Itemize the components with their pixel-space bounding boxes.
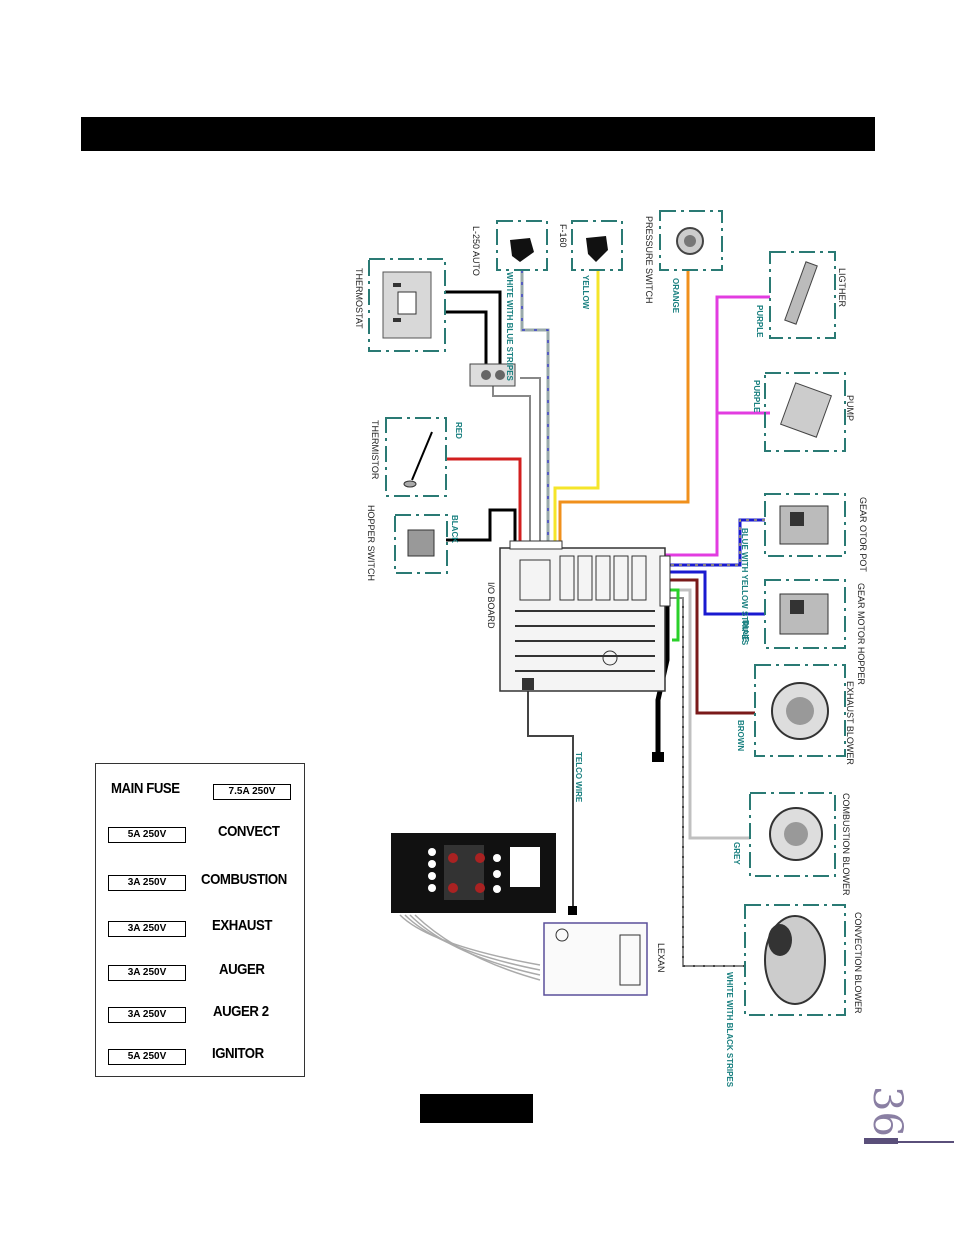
fuse-row: 5A 250V IGNITOR bbox=[96, 1041, 304, 1071]
label-exhaust: EXHAUST BLOWER bbox=[845, 681, 855, 765]
fuse-name: EXHAUST bbox=[212, 917, 273, 934]
wire-brown bbox=[665, 578, 755, 715]
pressure-switch-box bbox=[659, 210, 723, 271]
hopper-switch-box bbox=[394, 514, 448, 574]
wire-thermostat-2 bbox=[445, 310, 488, 368]
wire-label-telco: TELCO WIRE bbox=[574, 752, 583, 803]
page-rule bbox=[864, 1141, 954, 1143]
fuse-row: 3A 250V EXHAUST bbox=[96, 913, 304, 943]
thermostat-icon bbox=[382, 271, 432, 339]
wire-yellow bbox=[553, 270, 600, 545]
label-pressure-switch: PRESSURE SWITCH bbox=[644, 216, 654, 304]
wire-white-blue bbox=[520, 270, 550, 545]
pump-box bbox=[764, 372, 846, 452]
terminal-block-icon bbox=[469, 363, 516, 387]
fuse-rating: 7.5A 250V bbox=[213, 784, 291, 800]
gear-hopper-icon bbox=[779, 593, 829, 635]
gear-pot-box bbox=[764, 493, 846, 557]
label-convection: CONVECTION BLOWER bbox=[853, 912, 863, 1014]
label-gear-hopper: GEAR MOTOR HOPPER bbox=[856, 583, 866, 685]
wire-label-blue: BLUE bbox=[741, 620, 750, 642]
lighter-box bbox=[769, 251, 836, 339]
gear-pot-icon bbox=[779, 505, 829, 545]
label-gear-pot: GEAR OTOR POT bbox=[858, 497, 868, 572]
pressure-switch-icon bbox=[676, 227, 704, 255]
page-number: 36 bbox=[864, 1086, 910, 1137]
fuse-name: MAIN FUSE bbox=[111, 780, 180, 797]
fuse-row: 3A 250V COMBUSTION bbox=[96, 867, 304, 897]
label-lexan: LEXAN bbox=[656, 943, 666, 973]
wire-label-white-blue: WHITE WITH BLUE STRIPES bbox=[505, 272, 514, 382]
wire-label-orange: ORANGE bbox=[671, 278, 680, 314]
wire-label-red: RED bbox=[454, 422, 463, 439]
f160-icon bbox=[586, 236, 608, 262]
label-lighter: LIGTHER bbox=[837, 268, 847, 308]
wire-label-yellow: YELLOW bbox=[581, 275, 590, 310]
fuse-rating: 3A 250V bbox=[108, 1007, 186, 1023]
label-l250: L-250 AUTO bbox=[471, 226, 481, 276]
combustion-blower-icon bbox=[769, 807, 823, 861]
wire-orange bbox=[558, 270, 690, 545]
fuse-rating: 3A 250V bbox=[108, 921, 186, 937]
thermostat-box bbox=[368, 258, 446, 352]
wire-label-purple-lighter: PURPLE bbox=[755, 305, 764, 338]
wire-black bbox=[446, 508, 517, 545]
label-thermostat: THERMOSTAT bbox=[354, 268, 364, 329]
convection-blower-icon bbox=[764, 915, 826, 1005]
l250-box bbox=[496, 220, 548, 271]
wire-green bbox=[665, 588, 680, 642]
wire-blue bbox=[665, 570, 765, 616]
wire-label-purple-pump: PURPLE bbox=[752, 380, 761, 413]
wire-blue-yellow bbox=[665, 518, 765, 567]
thermistor-box bbox=[385, 417, 447, 497]
wire-label-black: BLACK bbox=[450, 515, 459, 543]
gear-hopper-box bbox=[764, 579, 846, 649]
thermistor-icon bbox=[403, 431, 433, 488]
fuse-row: 5A 250V CONVECT bbox=[96, 819, 304, 849]
exhaust-box bbox=[754, 664, 846, 757]
lighter-icon bbox=[784, 261, 818, 325]
label-hopper-switch: HOPPER SWITCH bbox=[366, 505, 376, 581]
wire-red bbox=[446, 457, 522, 545]
control-panel-icon bbox=[391, 833, 556, 913]
section-title-bar bbox=[81, 117, 875, 151]
fuse-name: CONVECT bbox=[218, 823, 280, 840]
wire-telco bbox=[527, 690, 574, 910]
pump-icon bbox=[779, 382, 833, 438]
hopper-switch-icon bbox=[407, 529, 435, 557]
wire-label-white-black: WHITE WITH BLACK STRIPES bbox=[725, 972, 734, 1088]
combustion-box bbox=[749, 792, 836, 877]
label-io-board: I/O BOARD bbox=[486, 582, 496, 629]
fuse-row: 3A 250V AUGER bbox=[96, 957, 304, 987]
label-thermistor: THERMISTOR bbox=[370, 420, 380, 480]
fuse-name: COMBUSTION bbox=[201, 871, 287, 888]
label-pump: PUMP bbox=[845, 395, 855, 421]
fuse-table: MAIN FUSE 7.5A 250V 5A 250V CONVECT 3A 2… bbox=[95, 763, 305, 1077]
fuse-name: AUGER 2 bbox=[213, 1003, 269, 1020]
lexan-board-icon bbox=[543, 922, 648, 996]
convection-box bbox=[744, 904, 846, 1016]
io-board-icon bbox=[499, 540, 671, 692]
wire-label-blue-yellow: BLUE WITH YELLOW STRIPES bbox=[740, 528, 749, 646]
fuse-rating: 5A 250V bbox=[108, 1049, 186, 1065]
fuse-name: AUGER bbox=[219, 961, 265, 978]
wire-white-black bbox=[665, 597, 745, 967]
f160-box bbox=[571, 220, 623, 271]
label-combustion: COMBUSTION BLOWER bbox=[841, 793, 851, 896]
fuse-row: 3A 250V AUGER 2 bbox=[96, 999, 304, 1029]
label-f160: F-160 bbox=[558, 224, 568, 248]
wire-purple bbox=[665, 295, 770, 557]
fuse-row-main: MAIN FUSE 7.5A 250V bbox=[96, 776, 304, 806]
fuse-name: IGNITOR bbox=[212, 1045, 264, 1062]
fuse-rating: 5A 250V bbox=[108, 827, 186, 843]
fuse-rating: 3A 250V bbox=[108, 965, 186, 981]
wire-label-grey: GREY bbox=[732, 842, 741, 865]
exhaust-blower-icon bbox=[771, 682, 829, 740]
wire-label-brown: BROWN bbox=[736, 720, 745, 751]
fuse-rating: 3A 250V bbox=[108, 875, 186, 891]
l250-icon bbox=[510, 238, 534, 262]
caption-bar bbox=[420, 1094, 533, 1123]
wire-thermostat-1 bbox=[445, 290, 502, 368]
